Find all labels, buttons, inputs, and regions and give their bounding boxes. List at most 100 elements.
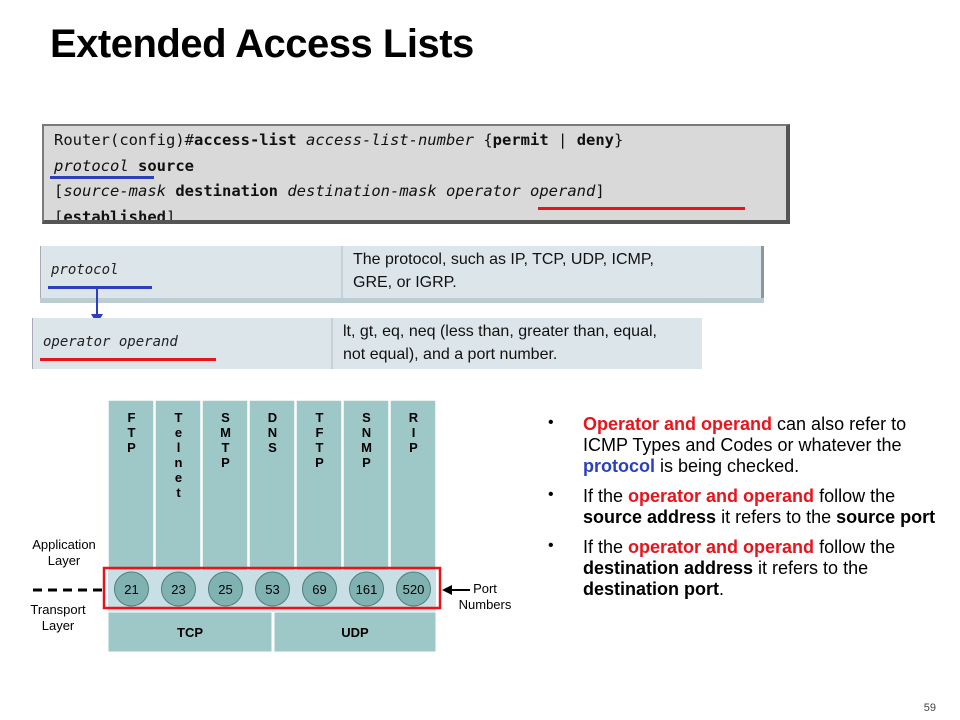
tcp-label: TCP <box>177 625 203 640</box>
bullet-1-text-end: is being checked. <box>655 456 800 476</box>
app-letter: M <box>220 425 231 440</box>
command-line-1: Router(config)#access-list access-list-n… <box>54 128 786 154</box>
app-letter: F <box>128 410 136 425</box>
bullet-2-text-c: it refers to the <box>716 507 837 527</box>
slide-title: Extended Access Lists <box>50 22 474 66</box>
bullet-2-source-port: source port <box>836 507 936 527</box>
cmd-arg-destination-mask: destination-mask <box>287 182 437 200</box>
app-letter: R <box>409 410 419 425</box>
bullet-3-text-b: follow the <box>814 537 896 557</box>
cmd-arg-operator-operand: operator operand <box>446 182 596 200</box>
app-column <box>295 399 343 573</box>
cmd-bracket-open-2: [ <box>54 207 64 224</box>
protocol-desc-cell: The protocol, such as IP, TCP, UDP, ICMP… <box>343 246 761 298</box>
app-column <box>201 399 249 573</box>
app-letter: T <box>316 440 324 455</box>
port-circles: 21 23 25 53 69 161 520 <box>114 571 431 607</box>
port-number: 21 <box>124 582 138 597</box>
protocol-desc-line-2: GRE, or IGRP. <box>353 274 457 291</box>
cmd-arg-protocol: protocol <box>54 156 129 175</box>
app-letter: M <box>361 440 372 455</box>
app-letter: T <box>175 410 183 425</box>
application-layer-label-2: Layer <box>48 553 81 568</box>
operator-operand-underline <box>538 207 745 210</box>
udp-label: UDP <box>341 625 369 640</box>
port-circle <box>255 571 290 607</box>
operator-param-cell: operator operand <box>33 318 333 369</box>
operator-param-underline <box>40 358 216 361</box>
app-column <box>154 399 202 573</box>
port-circle <box>208 571 243 607</box>
operator-desc-line-1: lt, gt, eq, neq (less than, greater than… <box>343 323 657 340</box>
udp-box <box>273 611 437 653</box>
cmd-keyword-established: established <box>63 207 166 224</box>
cmd-brace-open: { <box>483 131 493 149</box>
protocol-param-label: protocol <box>51 262 119 278</box>
cmd-keyword-source: source <box>138 156 194 175</box>
app-letter: D <box>268 410 277 425</box>
app-letter: P <box>362 455 371 470</box>
app-letter: T <box>222 440 230 455</box>
app-letter: P <box>315 455 324 470</box>
cmd-bracket-close-2: ] <box>166 207 176 224</box>
port-numbers-label-1: Port <box>473 581 497 596</box>
port-circle <box>349 571 384 607</box>
cmd-brace-close: } <box>614 131 624 149</box>
transport-layer-label-1: Transport <box>30 602 86 617</box>
port-circle <box>396 571 431 607</box>
port-number: 69 <box>312 582 326 597</box>
operator-desc-line-2: not equal), and a port number. <box>343 346 558 363</box>
port-number: 25 <box>218 582 232 597</box>
app-column <box>248 399 296 573</box>
bullet-item-3: • If the operator and operand follow the… <box>548 537 938 600</box>
cmd-bracket-open: [ <box>54 182 64 200</box>
port-highlight-box <box>102 566 442 610</box>
port-circle <box>114 571 149 607</box>
app-column <box>107 399 155 573</box>
port-number: 23 <box>171 582 185 597</box>
command-line-2: protocol source <box>54 154 786 180</box>
connector-arrow-shaft <box>96 288 98 318</box>
app-column <box>389 399 437 573</box>
bullet-3-destination-address: destination address <box>583 558 754 578</box>
command-syntax-box: Router(config)#access-list access-list-n… <box>42 124 790 224</box>
app-letter: P <box>127 440 136 455</box>
bullet-2-text-b: follow the <box>814 486 896 506</box>
port-numbers-label-2: Numbers <box>459 597 512 612</box>
cmd-keyword-destination: destination <box>175 182 278 200</box>
bullet-item-2: • If the operator and operand follow the… <box>548 486 938 528</box>
bullet-2-emph: operator and operand <box>628 486 815 506</box>
cmd-arg-access-list-number: access-list-number <box>305 131 474 149</box>
bullet-1-text: can also refer to ICMP Types and Codes o… <box>583 414 907 455</box>
bullet-3-destination-port: destination port <box>583 579 719 599</box>
operator-desc-cell: lt, gt, eq, neq (less than, greater than… <box>333 318 702 369</box>
port-number: 520 <box>403 582 425 597</box>
port-number: 161 <box>356 582 378 597</box>
operator-param-label: operator operand <box>43 334 178 350</box>
arrow-left-icon <box>442 585 452 595</box>
app-letter: P <box>221 455 230 470</box>
app-letter: t <box>176 485 181 500</box>
bullet-2-source-address: source address <box>583 507 717 527</box>
app-letter: N <box>268 425 277 440</box>
bullet-dot-icon: • <box>548 486 554 503</box>
app-letter: S <box>221 410 230 425</box>
app-letter: P <box>409 440 418 455</box>
operator-param-table: operator operand lt, gt, eq, neq (less t… <box>32 318 702 369</box>
page-number: 59 <box>923 702 936 714</box>
port-number: 53 <box>265 582 279 597</box>
command-line-3: [source-mask destination destination-mas… <box>54 179 786 205</box>
app-letter: I <box>412 425 416 440</box>
cmd-keyword-access-list: access-list <box>193 131 297 149</box>
cmd-arg-source-mask: source-mask <box>63 182 166 200</box>
command-line-4: [established] <box>54 205 786 224</box>
protocol-desc-line-1: The protocol, such as IP, TCP, UDP, ICMP… <box>353 251 654 268</box>
protocol-param-cell: protocol <box>41 246 343 298</box>
bullet-item-1: • Operator and operand can also refer to… <box>548 414 938 477</box>
tcp-box <box>107 611 273 653</box>
bullet-3-text-a: If the <box>583 537 629 557</box>
cmd-keyword-deny: deny <box>576 131 615 149</box>
protocol-table-bottom-border <box>40 298 764 303</box>
